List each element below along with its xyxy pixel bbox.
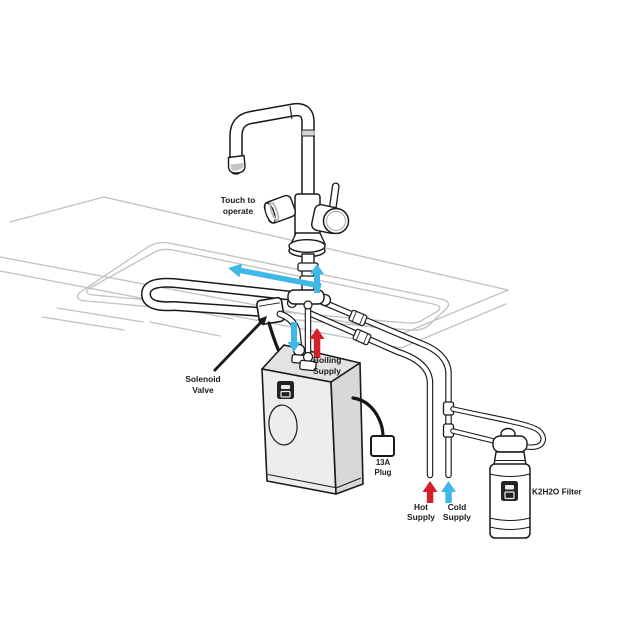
- cold-supply-label2: Supply: [443, 512, 471, 522]
- boiler-plinth-line: [267, 474, 336, 488]
- filter-assembly: [450, 406, 546, 539]
- plug-label2: Plug: [375, 468, 392, 477]
- solenoid-valve-label: Solenoid: [185, 374, 220, 384]
- tap-right-port-face: [322, 207, 350, 235]
- touch-to-operate-label: Touch to: [221, 195, 256, 205]
- boiler-window: [268, 404, 298, 446]
- plug-box: [370, 435, 395, 457]
- hot-supply-label2: Supply: [407, 512, 435, 522]
- boiling-supply-label: Boiling: [313, 355, 341, 365]
- boiler-tank: [261, 344, 364, 495]
- boiling-supply-up-arrow: [309, 328, 325, 358]
- filter-logo-mark: [505, 485, 514, 490]
- filter-cap: [493, 451, 527, 466]
- plug-cable: [351, 396, 385, 439]
- boiler-side-face: [330, 362, 364, 495]
- supply-pipes: [305, 296, 455, 479]
- spout-tip-band: [230, 163, 244, 171]
- boiler-logo-badge: [277, 381, 294, 399]
- hot-pipe-fitting: [352, 328, 372, 346]
- cold-down-to-boiler-arrow: [287, 322, 301, 352]
- tap-left-port: [263, 194, 297, 224]
- counter-front-edge: [0, 256, 405, 334]
- plug-label: 13A: [376, 458, 391, 467]
- boiler-outlet-nut: [299, 359, 317, 372]
- labels: Touch to operate Solenoid Valve Boiling …: [185, 195, 582, 522]
- cold-supply-label: Cold: [448, 502, 467, 512]
- counter-left-edge: [9, 196, 105, 223]
- sink-rim-outer: [76, 241, 450, 331]
- boiling-supply-label2: Supply: [313, 366, 341, 376]
- hot-supply-label: Hot: [414, 502, 428, 512]
- cold-pipe-fitting: [348, 309, 368, 327]
- flow-to-spout-arrow: [228, 263, 322, 289]
- flow-arrows: [213, 263, 456, 503]
- filter-label: K2H2O Filter: [532, 488, 582, 497]
- shank-tee-cluster: [286, 289, 332, 310]
- touch-to-operate-label2: operate: [223, 206, 254, 216]
- solenoid-pointer-arrow: [213, 316, 267, 372]
- tap-base-flange: [288, 238, 326, 253]
- spout-feed-loop: [141, 277, 299, 317]
- plug-assembly: [351, 396, 395, 457]
- solenoid-valve-label2: Valve: [192, 385, 214, 395]
- tap-neck-band: [302, 130, 315, 136]
- counter-right-edge: [403, 289, 509, 334]
- boiling-up-to-tap-arrow: [310, 264, 324, 293]
- filter-head: [492, 435, 528, 453]
- tap-right-port: [310, 203, 350, 235]
- hot-supply-up-arrow: [422, 481, 438, 503]
- boiler-logo-mark: [281, 385, 290, 389]
- sink-rim-inner: [86, 248, 441, 324]
- cold-supply-up-arrow: [441, 481, 456, 503]
